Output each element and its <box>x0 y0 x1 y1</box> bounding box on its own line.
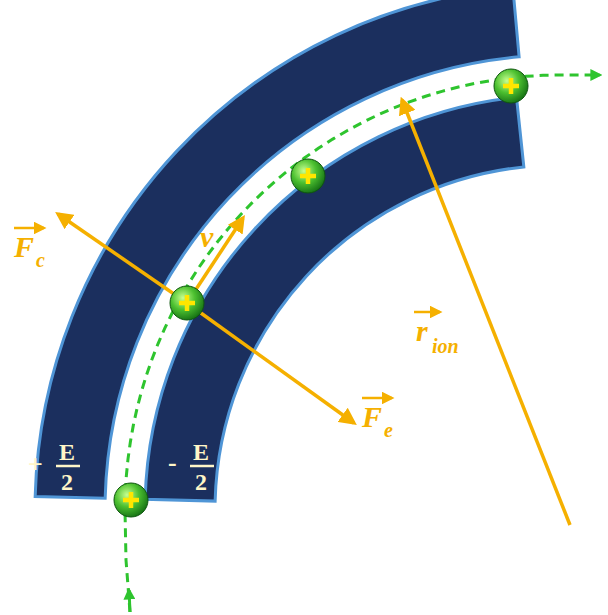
inner-plate <box>145 97 524 501</box>
ion-charge-symbol <box>179 295 195 311</box>
electric-force-vector <box>187 303 354 423</box>
fraction-bar <box>56 465 80 468</box>
ion-trajectory <box>125 75 600 612</box>
plate-voltage: 2 <box>195 470 207 494</box>
vector-arrow-mark <box>414 311 440 314</box>
force-symbol: F <box>14 232 34 262</box>
subscript: e <box>384 420 393 440</box>
subscript: ion <box>432 336 459 356</box>
ion <box>291 159 325 193</box>
radius-vector <box>402 100 570 525</box>
plate-sign: - <box>168 450 177 476</box>
plate-voltage: E <box>59 440 75 464</box>
force-symbol: F <box>362 402 382 432</box>
ion-ball <box>114 483 148 517</box>
centrifugal-force-vector <box>58 214 187 303</box>
ion-ball <box>170 286 204 320</box>
plate-voltage: E <box>193 440 209 464</box>
plate-voltage: 2 <box>61 470 73 494</box>
ion-ball <box>291 159 325 193</box>
ion-charge-symbol <box>123 492 139 508</box>
plate-sign: + <box>28 452 43 478</box>
entry-arrow <box>129 590 130 612</box>
radius-symbol: r <box>416 316 428 346</box>
vector-arrow-mark <box>362 397 392 400</box>
ion-ball <box>494 69 528 103</box>
subscript: c <box>36 250 45 270</box>
ion <box>494 69 528 103</box>
velocity-symbol: v <box>200 222 213 252</box>
vector-arrow-mark <box>14 227 44 230</box>
ion-charge-symbol <box>300 168 316 184</box>
ion <box>170 286 204 320</box>
fraction-bar <box>190 465 214 468</box>
ion-charge-symbol <box>503 78 519 94</box>
ion <box>114 483 148 517</box>
